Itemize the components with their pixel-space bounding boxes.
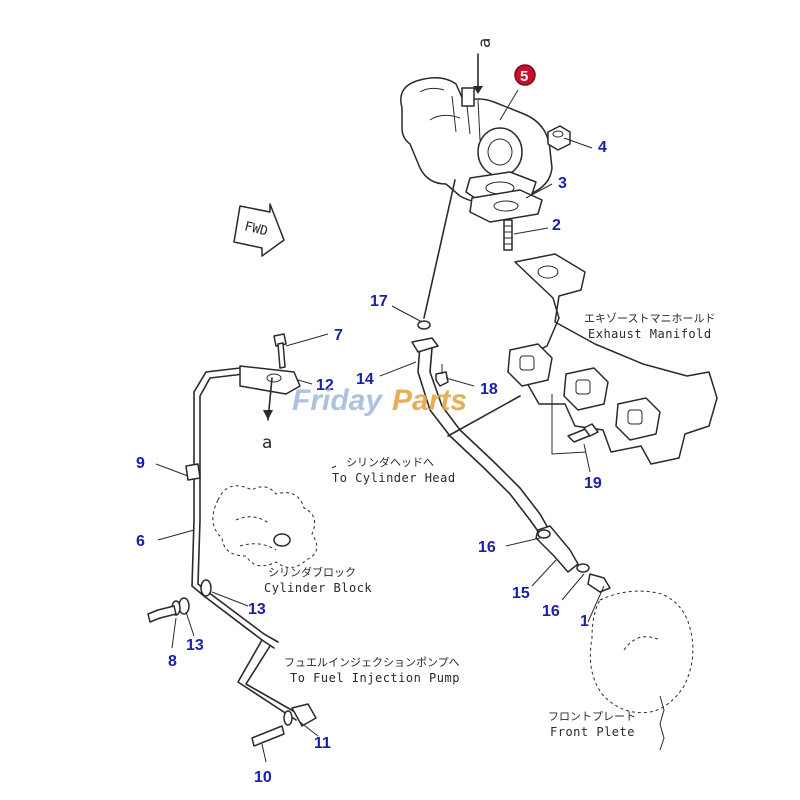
ref-mark-mid: a: [262, 433, 272, 453]
callout-3: 3: [558, 175, 567, 192]
fwd-arrow: FWD: [233, 203, 285, 257]
cylinder-block-outline: [212, 485, 318, 568]
callout-16-second: 16: [542, 603, 560, 620]
callout-5: 5: [520, 68, 528, 85]
callout-16: 16: [478, 539, 496, 556]
leader-lines: [155, 89, 605, 763]
callout-9: 9: [136, 455, 145, 472]
watermark-part1: Friday: [292, 384, 383, 417]
callout-5-badge: [514, 64, 536, 86]
callout-7: 7: [334, 327, 343, 344]
callout-8: 8: [168, 653, 177, 670]
cylinder-block-label-jp: シリンダブロック: [268, 565, 356, 579]
fuel-pump-label-jp: フュエルインジェクションポンプへ: [284, 656, 460, 669]
front-plate-label-en: Front Plete: [550, 725, 635, 739]
callout-1: 1: [580, 613, 589, 630]
cylinder-head-label-jp: シリンダヘッドへ: [346, 455, 434, 469]
turbocharger: [400, 77, 553, 205]
callout-13-second: 13: [248, 601, 266, 618]
callout-14: 14: [356, 371, 374, 388]
cylinder-head-label-en: To Cylinder Head: [332, 471, 456, 485]
front-plate-label-jp: フロントプレート: [548, 710, 636, 723]
callout-12: 12: [316, 377, 334, 394]
ref-mark-top: a: [475, 38, 495, 48]
cylinder-block-label-en: Cylinder Block: [264, 581, 372, 595]
exhaust-manifold: [507, 253, 718, 465]
callout-2: 2: [552, 217, 561, 234]
callout-19: 19: [584, 475, 602, 492]
callout-18: 18: [480, 381, 498, 398]
callout-17: 17: [370, 293, 388, 310]
callout-4: 4: [598, 139, 607, 156]
callout-6: 6: [136, 533, 145, 550]
callout-10: 10: [254, 769, 272, 786]
gasket: [469, 189, 543, 223]
watermark-part2: Parts: [392, 384, 467, 417]
nut: [547, 125, 571, 151]
exhaust-manifold-label-jp: エキゾーストマニホールド: [584, 312, 715, 325]
callout-13: 13: [186, 637, 204, 654]
callout-11: 11: [314, 735, 331, 752]
fuel-pump-label-en: To Fuel Injection Pump: [290, 671, 460, 685]
callout-15: 15: [512, 585, 530, 602]
bolt: [567, 423, 599, 443]
fwd-label: FWD: [243, 219, 270, 239]
front-plate-outline: [589, 590, 694, 714]
stud: [503, 219, 513, 251]
exhaust-manifold-label-en: Exhaust Manifold: [588, 327, 712, 341]
watermark: Friday Parts: [292, 384, 467, 417]
